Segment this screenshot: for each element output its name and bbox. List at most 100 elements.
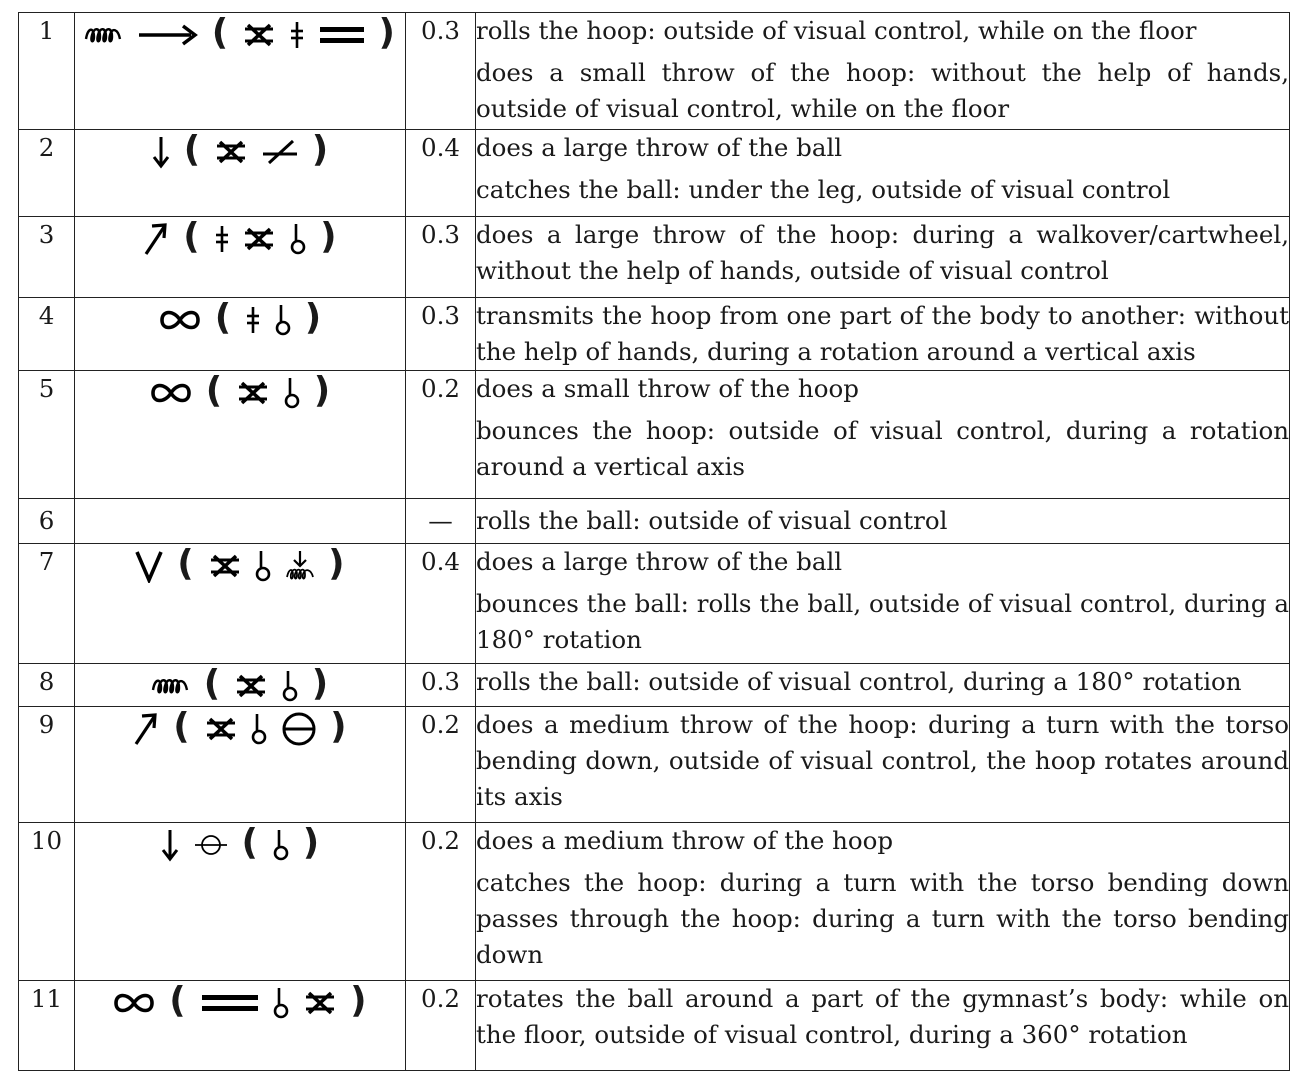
arrow-up-right-icon — [145, 222, 168, 255]
arrow-right-icon — [138, 24, 198, 45]
symbol-cell: ( ) — [74, 216, 406, 298]
row-number: 8 — [18, 663, 75, 707]
close-paren: ) — [302, 822, 321, 863]
description-line: does a small throw of the hoop — [476, 374, 859, 403]
v-shape-icon — [135, 550, 164, 585]
value-cell: 0.3 — [405, 216, 476, 298]
description-cell: transmits the hoop from one part of the … — [475, 297, 1290, 371]
open-paren: ( — [169, 980, 187, 1021]
rotation-hook-icon — [274, 987, 289, 1018]
description-cell: rolls the ball: outside of visual contro… — [475, 498, 1290, 544]
roll-down-icon — [286, 550, 315, 580]
cross-x-icon — [210, 554, 239, 577]
symbol-cell: ( ) — [74, 980, 406, 1071]
close-paren: ) — [311, 129, 330, 170]
double-bar-cross-icon — [215, 225, 228, 252]
close-paren: ) — [350, 980, 368, 1021]
rotation-hook-icon — [275, 304, 291, 335]
rotation-hook-icon — [282, 670, 298, 701]
symbol-cell: ( ) — [74, 822, 406, 981]
description-line: bounces the hoop: outside of visual cont… — [476, 416, 1289, 481]
infinity-icon — [114, 993, 155, 1012]
cross-x-icon — [245, 227, 274, 250]
symbol-cell: ( ) — [74, 543, 406, 664]
table-row: 3 ( ) 0.3 does a large throw of the hoop… — [18, 216, 1290, 298]
value-cell: — — [405, 498, 476, 544]
symbol-cell: ( ) — [74, 12, 406, 130]
close-paren: ) — [328, 543, 346, 584]
row-number: 1 — [18, 12, 75, 130]
row-number: 3 — [18, 216, 75, 298]
symbol-cell — [74, 498, 406, 544]
open-paren: ( — [173, 706, 191, 747]
description-line: rotates the ball around a part of the gy… — [476, 984, 1289, 1049]
value-cell: 0.2 — [405, 822, 476, 981]
description-line: rolls the hoop: outside of visual contro… — [476, 16, 1197, 45]
arrow-up-right-icon — [135, 712, 158, 745]
symbol-cell: ( ) — [74, 663, 406, 707]
open-paren: ( — [211, 12, 230, 53]
table-row: 10 ( ) 0.2 does a medium throw of the ho… — [18, 822, 1290, 981]
double-line-icon — [201, 994, 258, 1011]
table-row: 11 ( ) 0.2 rotates the ball around a par… — [18, 980, 1290, 1071]
table-row: 2 ( ) 0.4 does a large throw of the ball… — [18, 129, 1290, 217]
arrow-down-icon — [161, 829, 179, 861]
description-line: bounces the ball: rolls the ball, outsid… — [476, 589, 1289, 654]
cross-x-icon — [306, 991, 335, 1014]
row-number: 7 — [18, 543, 75, 664]
description-line: rolls the ball: outside of visual contro… — [476, 667, 1242, 696]
cross-x-icon — [217, 140, 245, 163]
rotation-hook-icon — [256, 550, 271, 581]
close-paren: ) — [378, 12, 396, 53]
row-number: 10 — [18, 822, 75, 981]
symbol-cell: ( ) — [74, 706, 406, 823]
value-cell: 0.3 — [405, 297, 476, 371]
double-line-icon — [319, 26, 364, 43]
description-cell: does a large throw of the ball catches t… — [475, 129, 1290, 217]
open-paren: ( — [183, 216, 201, 257]
description-line: does a medium throw of the hoop — [476, 826, 894, 855]
cross-x-icon — [245, 23, 273, 46]
table-row: 6 — rolls the ball: outside of visual co… — [18, 498, 1290, 544]
theta-line-icon — [194, 834, 227, 855]
description-cell: rolls the ball: outside of visual contro… — [475, 663, 1290, 707]
rotation-hook-icon — [284, 377, 300, 408]
spring-icon — [84, 27, 122, 42]
cross-x-icon — [237, 674, 265, 697]
description-line: rolls the ball: outside of visual contro… — [476, 506, 948, 535]
table-row: 4 ( ) 0.3 transmits the hoop from one pa… — [18, 297, 1290, 371]
description-cell: does a small throw of the hoop bounces t… — [475, 370, 1290, 499]
description-line: does a large throw of the ball — [476, 547, 843, 576]
open-paren: ( — [214, 297, 233, 338]
theta-circle-icon — [282, 712, 316, 745]
table-row: 1 ( ) 0.3 rolls the hoop: outside of vis… — [18, 12, 1290, 130]
slash-leg-icon — [262, 139, 297, 164]
value-cell: 0.2 — [405, 706, 476, 823]
value-cell: 0.3 — [405, 12, 476, 130]
open-paren: ( — [203, 663, 222, 704]
double-bar-cross-icon — [247, 306, 259, 333]
double-bar-cross-icon — [290, 21, 303, 48]
row-number: 5 — [18, 370, 75, 499]
close-paren: ) — [330, 706, 348, 747]
value-cell: 0.3 — [405, 663, 476, 707]
open-paren: ( — [183, 129, 202, 170]
open-paren: ( — [241, 822, 259, 863]
description-cell: does a large throw of the ball bounces t… — [475, 543, 1290, 664]
symbol-cell: ( ) — [74, 370, 406, 499]
notation-table: 1 ( ) 0.3 rolls the hoop: outside of vis… — [18, 12, 1290, 1071]
description-cell: rotates the ball around a part of the gy… — [475, 980, 1290, 1071]
description-line: transmits the hoop from one part of the … — [476, 301, 1289, 366]
row-number: 9 — [18, 706, 75, 823]
table-row: 8 ( ) 0.3 rolls the ball: outside of vis… — [18, 663, 1290, 707]
cross-x-icon — [239, 381, 267, 404]
value-cell: 0.2 — [405, 980, 476, 1071]
close-paren: ) — [320, 216, 338, 257]
rotation-hook-icon — [273, 829, 289, 860]
rotation-hook-icon — [252, 713, 267, 744]
arrow-down-icon — [152, 136, 170, 168]
spring-icon — [151, 678, 189, 693]
infinity-icon — [151, 383, 191, 402]
close-paren: ) — [304, 297, 323, 338]
table-row: 5 ( ) 0.2 does a small throw of the hoop… — [18, 370, 1290, 499]
